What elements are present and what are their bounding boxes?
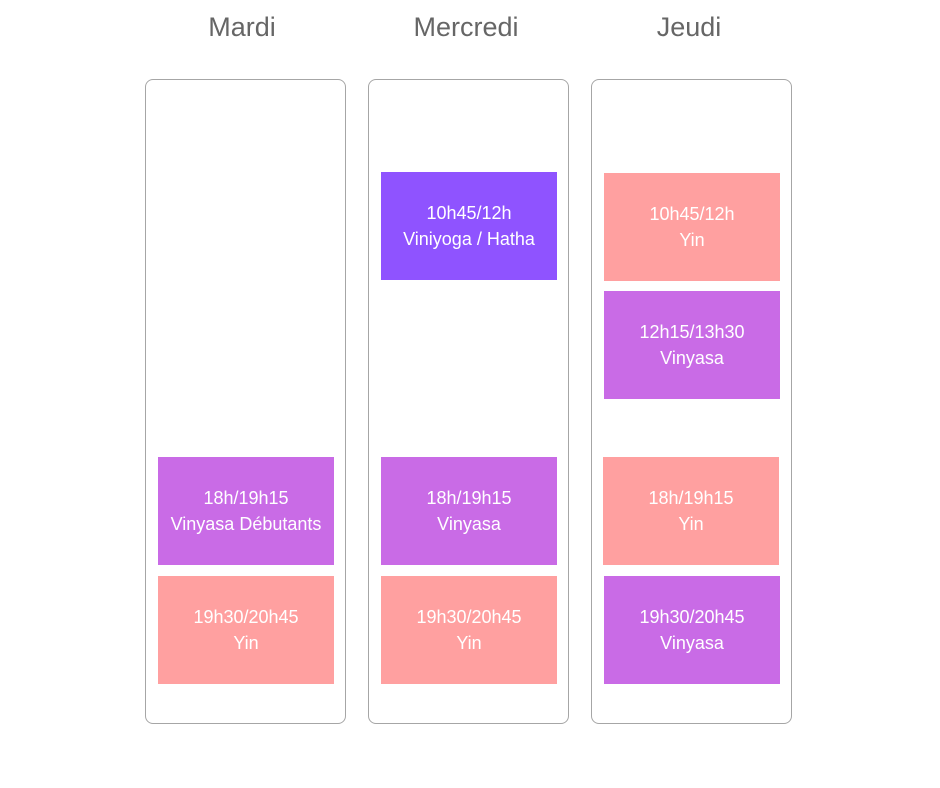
class-block-jeudi-yin-evening: 18h/19h15 Yin	[603, 457, 779, 565]
class-block-mercredi-yin: 19h30/20h45 Yin	[381, 576, 557, 684]
day-title-mercredi: Mercredi	[413, 12, 519, 42]
class-name: Vinyasa	[437, 514, 501, 534]
class-block-jeudi-vinyasa-midday: 12h15/13h30 Vinyasa	[604, 291, 780, 399]
class-time: 12h15/13h30	[639, 322, 745, 342]
class-time: 19h30/20h45	[193, 607, 299, 627]
class-name: Yin	[456, 633, 482, 653]
class-time: 18h/19h15	[426, 488, 512, 508]
class-name: Yin	[233, 633, 259, 653]
class-name: Vinyasa	[660, 633, 724, 653]
class-block-jeudi-yin-morning: 10h45/12h Yin	[604, 173, 780, 281]
class-name: Yin	[678, 514, 704, 534]
class-name: Yin	[679, 230, 705, 250]
class-time: 18h/19h15	[648, 488, 734, 508]
class-time: 18h/19h15	[203, 488, 289, 508]
class-name: Vinyasa	[660, 348, 724, 368]
class-block-mardi-vinyasa-debutants: 18h/19h15 Vinyasa Débutants	[158, 457, 334, 565]
class-time: 10h45/12h	[426, 203, 512, 223]
day-title-jeudi: Jeudi	[656, 12, 722, 42]
class-block-mercredi-vinyasa: 18h/19h15 Vinyasa	[381, 457, 557, 565]
class-block-jeudi-vinyasa-evening: 19h30/20h45 Vinyasa	[604, 576, 780, 684]
class-name: Viniyoga / Hatha	[403, 229, 535, 249]
class-time: 19h30/20h45	[639, 607, 745, 627]
class-time: 19h30/20h45	[416, 607, 522, 627]
class-time: 10h45/12h	[649, 204, 735, 224]
class-name: Vinyasa Débutants	[170, 514, 322, 534]
class-block-mardi-yin: 19h30/20h45 Yin	[158, 576, 334, 684]
class-block-mercredi-viniyoga-hatha: 10h45/12h Viniyoga / Hatha	[381, 172, 557, 280]
day-title-mardi: Mardi	[208, 12, 276, 42]
